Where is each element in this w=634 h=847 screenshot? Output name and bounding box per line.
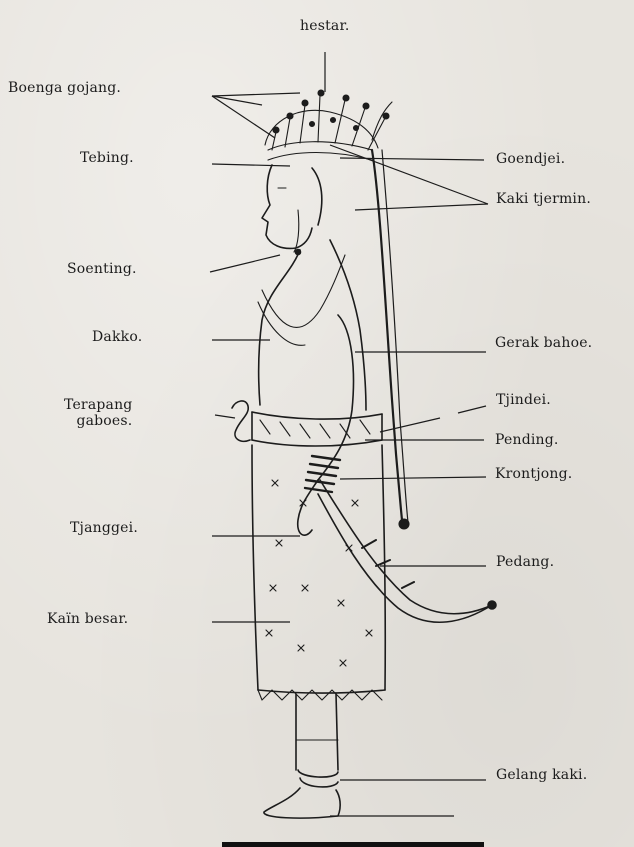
footer-rule — [222, 842, 484, 847]
belt — [252, 412, 382, 446]
label-krontjong: Krontjong. — [495, 466, 572, 482]
head — [262, 165, 322, 255]
label-soenting: Soenting. — [67, 261, 137, 277]
leader-soenting — [210, 255, 280, 272]
leader-tjindei-b — [458, 406, 486, 413]
bracelets — [305, 456, 340, 492]
leader-kaki-2 — [355, 204, 488, 210]
leader-terapang — [215, 415, 235, 418]
label-tjanggei: Tjanggei. — [70, 520, 138, 536]
legs — [264, 694, 340, 818]
leader-goendjei — [340, 158, 484, 160]
label-hestar: hestar. — [300, 18, 349, 34]
label-tebing: Tebing. — [80, 150, 134, 166]
label-dakko: Dakko. — [92, 329, 142, 345]
headdress — [265, 90, 409, 529]
label-terapang-gaboes: Terapang gaboes. — [64, 397, 132, 429]
sword — [318, 480, 496, 622]
label-goendjei: Goendjei. — [496, 151, 565, 167]
leader-boenga-2 — [212, 96, 275, 138]
label-pedang: Pedang. — [496, 554, 554, 570]
label-kaki-tjermin: Kaki tjermin. — [496, 191, 591, 207]
label-tjindei: Tjindei. — [496, 392, 551, 408]
torso — [258, 240, 366, 535]
leader-tjindei-a — [380, 418, 440, 432]
kris-handle — [232, 401, 250, 441]
label-kain-besar: Kaïn besar. — [47, 611, 128, 627]
label-gerak-bahoe: Gerak bahoe. — [495, 335, 592, 351]
leader-tebing — [212, 164, 290, 166]
label-boenga-gojang: Boenga gojang. — [8, 80, 121, 96]
label-gelang-kaki: Gelang kaki. — [496, 767, 587, 783]
label-pending: Pending. — [495, 432, 559, 448]
leader-boenga-1 — [212, 93, 300, 96]
leader-kaki-1 — [330, 145, 488, 204]
leader-krontjong — [340, 477, 486, 479]
